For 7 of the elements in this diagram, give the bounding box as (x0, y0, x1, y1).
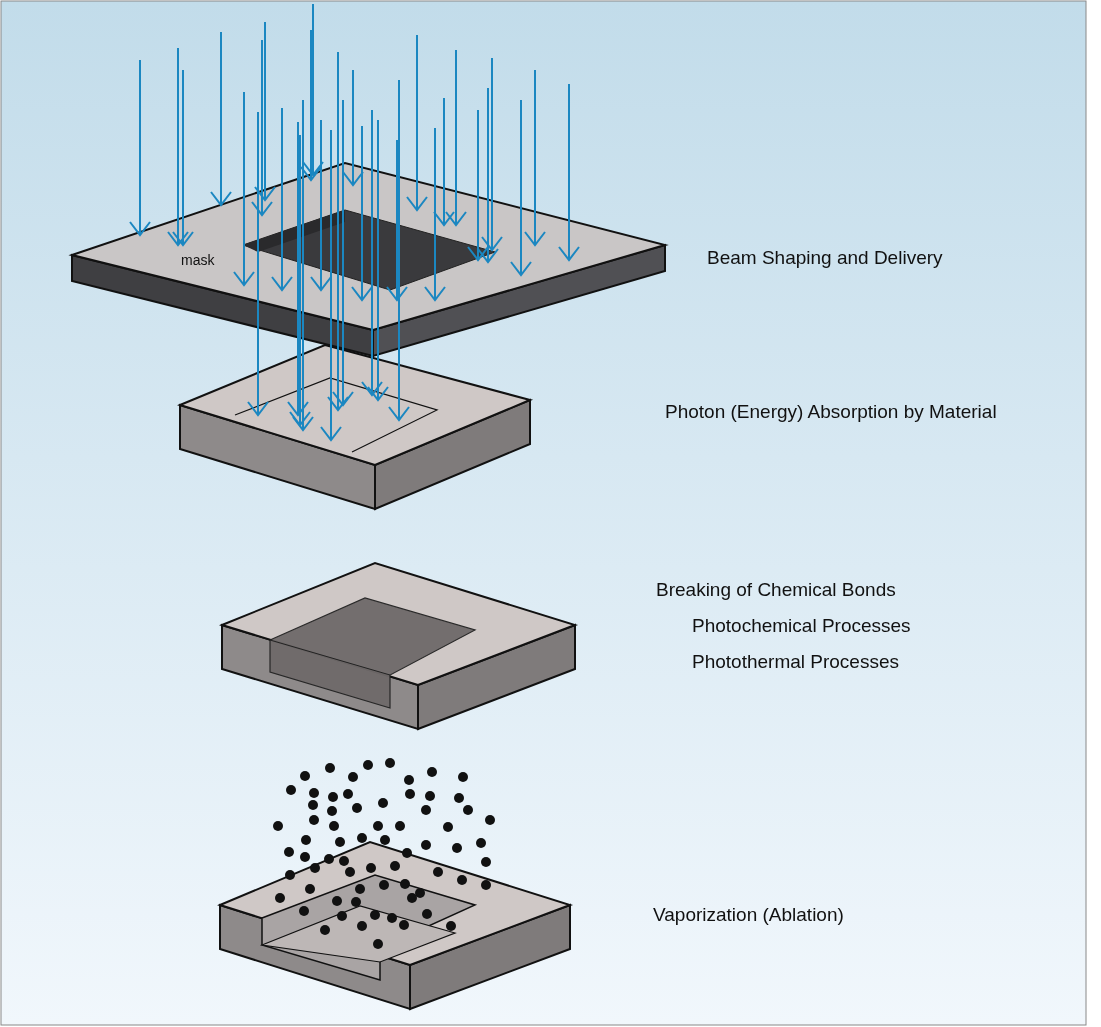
step-label: Photon (Energy) Absorption by Material (665, 401, 997, 424)
step-label: Photothermal Processes (692, 651, 899, 674)
step-label: Breaking of Chemical Bonds (656, 579, 896, 602)
step-label: Photochemical Processes (692, 615, 911, 638)
mask-label: mask (181, 252, 215, 269)
step-label: Vaporization (Ablation) (653, 904, 844, 927)
step-label: Beam Shaping and Delivery (707, 247, 943, 270)
